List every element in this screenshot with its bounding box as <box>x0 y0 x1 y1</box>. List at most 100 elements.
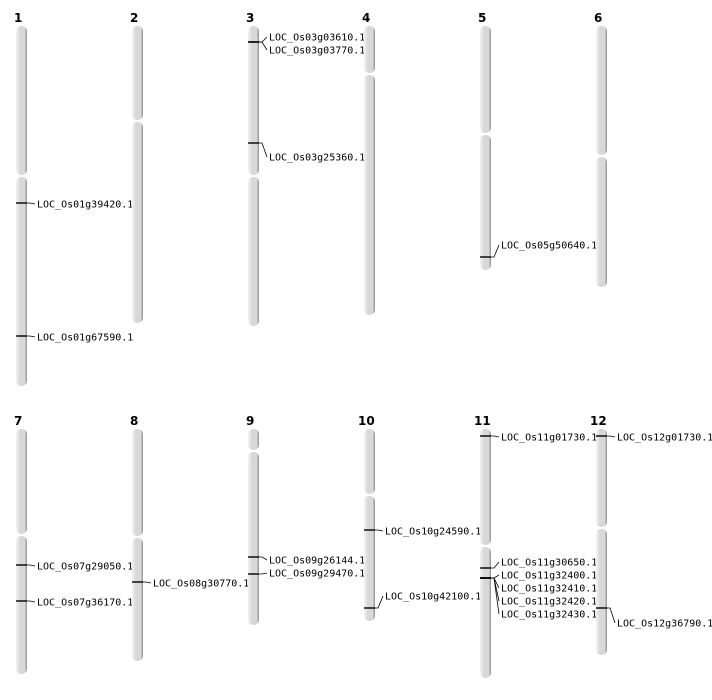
gene-label: LOC_Os10g24590.1 <box>385 527 481 538</box>
chromosome-arm-p <box>248 26 259 175</box>
gene-label: LOC_Os11g30650.1 <box>501 558 597 569</box>
chromosome-label: 2 <box>130 11 138 25</box>
chromosome-arm-p <box>596 429 607 527</box>
chromosome-arm-q <box>364 75 375 315</box>
gene-leader-line <box>27 564 36 567</box>
gene-leader-line <box>259 142 268 158</box>
gene-label: LOC_Os07g36170.1 <box>37 598 133 609</box>
gene-marker: LOC_Os12g01730.1 <box>596 433 712 444</box>
gene-leader-line <box>259 572 268 575</box>
gene-marker: LOC_Os03g25360.1 <box>248 142 365 164</box>
gene-leader-line <box>491 574 500 579</box>
gene-label: LOC_Os09g29470.1 <box>269 569 365 580</box>
gene-leader-line <box>27 335 36 338</box>
gene-label: LOC_Os03g03770.1 <box>269 46 365 57</box>
chromosome-4: 4 <box>362 11 375 315</box>
gene-leader-line <box>607 435 616 438</box>
gene-marker: LOC_Os05g50640.1 <box>480 241 597 258</box>
gene-marker: LOC_Os11g32400.1 <box>480 571 597 582</box>
chromosome-6: 6 <box>594 11 607 287</box>
gene-marker: LOC_Os09g29470.1 <box>248 569 365 580</box>
chromosome-label: 8 <box>130 414 138 428</box>
chromosome-label: 11 <box>474 414 491 428</box>
chromosome-arm-q <box>480 135 491 270</box>
chromosome-label: 7 <box>14 414 22 428</box>
gene-marker: LOC_Os03g03770.1 <box>248 41 365 57</box>
gene-leader-line <box>143 581 152 584</box>
gene-marker: LOC_Os07g29050.1 <box>16 562 133 573</box>
chromosome-arm-q <box>248 177 259 326</box>
chromosome-arm-p <box>480 429 491 545</box>
gene-leader-line <box>491 561 500 569</box>
chromosome-arm-p <box>132 26 143 120</box>
gene-leader-line <box>375 529 384 532</box>
gene-label: LOC_Os01g67590.1 <box>37 333 133 344</box>
gene-marker: LOC_Os11g30650.1 <box>480 558 597 569</box>
gene-marker: LOC_Os12g36790.1 <box>596 607 712 630</box>
gene-label: LOC_Os11g32410.1 <box>501 584 597 595</box>
chromosome-label: 9 <box>246 414 254 428</box>
chromosome-label: 10 <box>358 414 375 428</box>
gene-marker: LOC_Os07g36170.1 <box>16 598 133 609</box>
gene-leader-line <box>491 244 500 258</box>
gene-leader-line <box>491 577 500 602</box>
gene-label: LOC_Os05g50640.1 <box>501 241 597 252</box>
gene-marker: LOC_Os11g01730.1 <box>480 433 597 444</box>
chromosome-arm-p <box>16 429 27 534</box>
gene-marker: LOC_Os03g03610.1 <box>248 33 365 44</box>
gene-label: LOC_Os10g42100.1 <box>385 592 481 603</box>
gene-marker: LOC_Os10g42100.1 <box>364 592 481 609</box>
gene-label: LOC_Os11g32400.1 <box>501 571 597 582</box>
chromosome-arm-p <box>596 26 607 155</box>
gene-label: LOC_Os12g36790.1 <box>617 619 712 630</box>
gene-marker: LOC_Os01g67590.1 <box>16 333 133 344</box>
chromosome-label: 4 <box>362 11 370 25</box>
chromosome-arm-q <box>248 452 259 625</box>
chromosome-arm-q <box>596 157 607 287</box>
chromosome-arm-q <box>480 547 491 678</box>
gene-leader-line <box>607 607 616 624</box>
chromosome-arm-q <box>132 122 143 323</box>
gene-leader-line <box>259 556 268 561</box>
chromosome-arm-p <box>364 429 375 494</box>
gene-marker: LOC_Os10g24590.1 <box>364 527 481 538</box>
chromosome-label: 12 <box>590 414 607 428</box>
gene-label: LOC_Os09g26144.1 <box>269 556 365 567</box>
chromosome-label: 3 <box>246 11 254 25</box>
gene-label: LOC_Os07g29050.1 <box>37 562 133 573</box>
chromosome-arm-q <box>132 538 143 661</box>
gene-marker: LOC_Os01g39420.1 <box>16 200 133 211</box>
chromosome-label: 1 <box>14 11 22 25</box>
gene-label: LOC_Os08g30770.1 <box>153 579 249 590</box>
chromosome-arm-p <box>132 429 143 536</box>
chromosome-11: 11LOC_Os11g01730.1LOC_Os11g30650.1LOC_Os… <box>474 414 597 678</box>
gene-leader-line <box>259 36 268 43</box>
gene-label: LOC_Os11g01730.1 <box>501 433 597 444</box>
gene-leader-line <box>27 600 36 603</box>
chromosome-arm-q <box>16 177 27 386</box>
gene-leader-line <box>375 595 384 609</box>
gene-leader-line <box>27 202 36 205</box>
gene-marker: LOC_Os11g32430.1 <box>480 577 597 621</box>
chromosome-arm-p <box>16 26 27 175</box>
gene-leader-line <box>491 435 500 438</box>
gene-marker: LOC_Os08g30770.1 <box>132 579 249 590</box>
gene-label: LOC_Os12g01730.1 <box>617 433 712 444</box>
gene-leader-line <box>491 577 500 615</box>
chromosome-arm-p <box>364 26 375 73</box>
chromosome-3: 3LOC_Os03g03610.1LOC_Os03g03770.1LOC_Os0… <box>246 11 365 326</box>
gene-marker: LOC_Os09g26144.1 <box>248 556 365 567</box>
gene-label: LOC_Os03g03610.1 <box>269 33 365 44</box>
gene-leader-line <box>259 41 268 51</box>
chromosome-arm-p <box>480 26 491 133</box>
chromosome-arm-q <box>16 536 27 674</box>
gene-label: LOC_Os11g32430.1 <box>501 610 597 621</box>
